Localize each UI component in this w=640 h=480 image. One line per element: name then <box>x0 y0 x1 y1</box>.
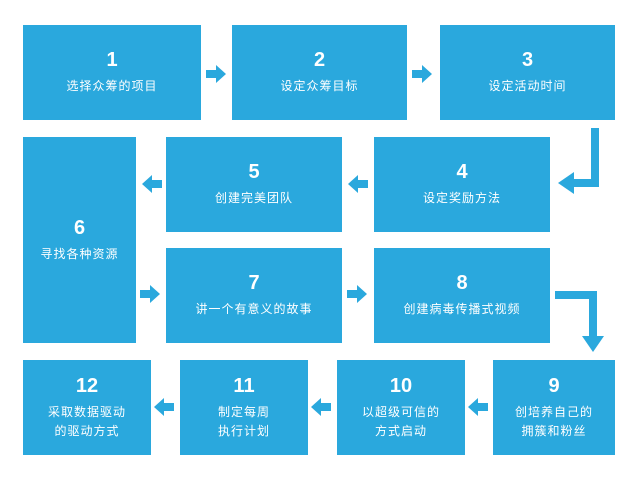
step-8-label: 创建病毒传播式视频 <box>403 302 521 316</box>
step-4-number: 4 <box>456 161 468 183</box>
arrow-left-icon <box>142 175 162 193</box>
arrow-right-icon <box>206 65 226 83</box>
step-10: 10 以超级可信的 方式启动 <box>337 360 465 455</box>
arrow-right-icon <box>140 285 160 303</box>
step-7: 7 讲一个有意义的故事 <box>166 248 342 343</box>
step-9: 9 创培养自己的 拥簇和粉丝 <box>493 360 615 455</box>
arrow-left-icon <box>154 398 174 416</box>
step-1: 1 选择众筹的项目 <box>23 25 201 120</box>
arrow-left-icon <box>348 175 368 193</box>
step-5: 5 创建完美团队 <box>166 137 342 232</box>
arrow-right-icon <box>347 285 367 303</box>
step-6-number: 6 <box>73 216 86 239</box>
step-9-number: 9 <box>548 374 560 397</box>
step-6: 6 寻找各种资源 <box>23 137 136 343</box>
step-3-number: 3 <box>521 49 534 71</box>
step-2-label: 设定众筹目标 <box>280 79 359 93</box>
step-4: 4 设定奖励方法 <box>374 137 550 232</box>
arrow-left-icon <box>311 398 331 416</box>
step-5-number: 5 <box>248 161 260 183</box>
step-12-label: 采取数据驱动 的驱动方式 <box>47 404 126 438</box>
step-3-label: 设定活动时间 <box>488 79 567 93</box>
step-12: 12 采取数据驱动 的驱动方式 <box>23 360 151 455</box>
step-8-number: 8 <box>456 272 468 294</box>
step-10-number: 10 <box>389 374 413 397</box>
step-4-label: 设定奖励方法 <box>422 191 501 205</box>
step-7-label: 讲一个有意义的故事 <box>195 302 313 316</box>
step-10-label: 以超级可信的 方式启动 <box>361 404 440 438</box>
step-2-number: 2 <box>313 49 326 71</box>
step-12-number: 12 <box>75 374 99 397</box>
arrow-right-icon <box>412 65 432 83</box>
arrow-left-icon <box>468 398 488 416</box>
elbow-arrow-icon <box>555 291 604 352</box>
step-11: 11 制定每周 执行计划 <box>180 360 308 455</box>
step-5-label: 创建完美团队 <box>214 191 293 205</box>
step-8: 8 创建病毒传播式视频 <box>374 248 550 343</box>
step-11-label: 制定每周 执行计划 <box>217 404 270 438</box>
step-11-number: 11 <box>233 374 255 397</box>
step-2: 2 设定众筹目标 <box>232 25 407 120</box>
step-1-number: 1 <box>106 49 118 71</box>
step-7-number: 7 <box>248 272 260 294</box>
step-9-label: 创培养自己的 拥簇和粉丝 <box>514 404 593 438</box>
elbow-arrow-icon <box>558 128 599 194</box>
step-6-label: 寻找各种资源 <box>40 246 119 261</box>
step-3: 3 设定活动时间 <box>440 25 615 120</box>
step-1-label: 选择众筹的项目 <box>66 79 158 93</box>
